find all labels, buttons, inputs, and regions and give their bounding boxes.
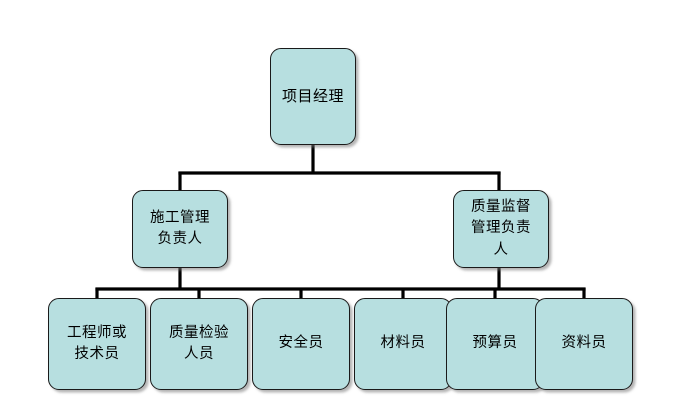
node-quality-supervisor[interactable]: 质量监督 管理负责 人: [453, 190, 549, 268]
node-label-project-manager: 项目经理: [281, 86, 344, 105]
node-label-engineer: 工程师或 技术员: [67, 324, 127, 362]
node-engineer[interactable]: 工程师或 技术员: [48, 298, 146, 390]
node-safety-officer[interactable]: 安全员: [252, 298, 350, 390]
node-label-documentation-clerk: 资料员: [561, 335, 607, 352]
node-documentation-clerk[interactable]: 资料员: [535, 298, 633, 390]
node-label-budget-officer: 预算员: [472, 335, 518, 352]
node-budget-officer[interactable]: 预算员: [446, 298, 544, 390]
node-label-quality-inspector: 质量检验 人员: [169, 324, 229, 362]
node-label-construction-manager: 施工管理 负责人: [150, 209, 210, 247]
node-label-material-clerk: 材料员: [380, 335, 426, 352]
node-label-quality-supervisor: 质量监督 管理负责 人: [471, 199, 531, 258]
node-construction-manager[interactable]: 施工管理 负责人: [132, 190, 228, 268]
node-material-clerk[interactable]: 材料员: [354, 298, 452, 390]
node-project-manager[interactable]: 项目经理: [270, 48, 356, 145]
node-label-safety-officer: 安全员: [278, 335, 324, 352]
node-quality-inspector[interactable]: 质量检验 人员: [150, 298, 248, 390]
